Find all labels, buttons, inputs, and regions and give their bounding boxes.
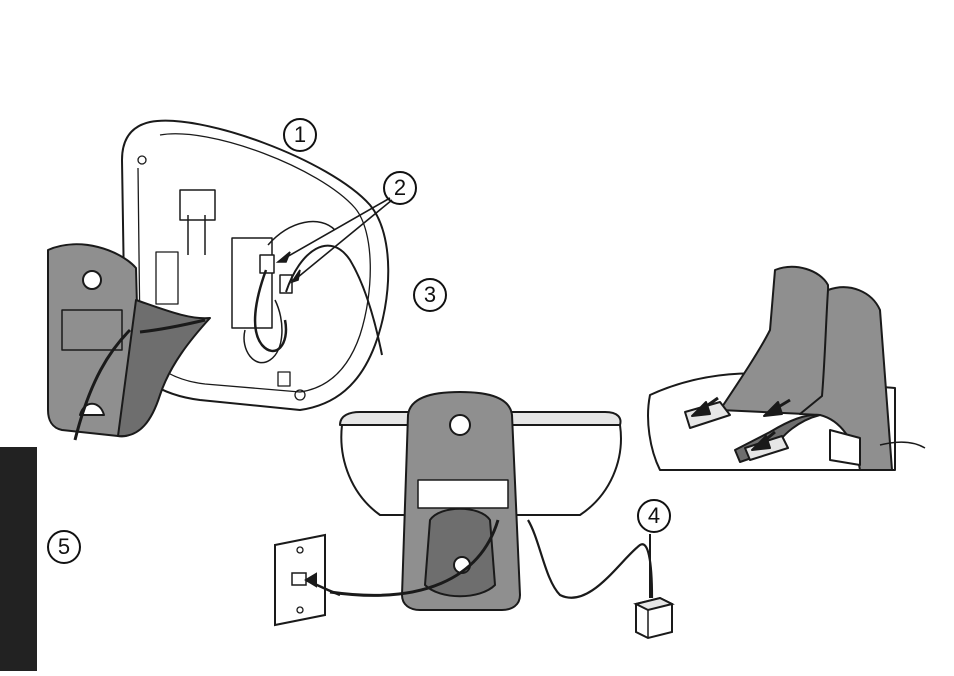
callout-3: 3 — [413, 278, 447, 312]
callout-1: 1 — [283, 118, 317, 152]
base-with-bracket-front — [330, 392, 652, 610]
callout-2: 2 — [383, 171, 417, 205]
power-adapter — [636, 534, 672, 638]
bracket-removal-detail — [648, 267, 925, 470]
wall-phone-jack — [275, 535, 340, 625]
section-side-tab — [0, 447, 37, 671]
callout-5: 5 — [47, 530, 81, 564]
callout-4: 4 — [637, 499, 671, 533]
